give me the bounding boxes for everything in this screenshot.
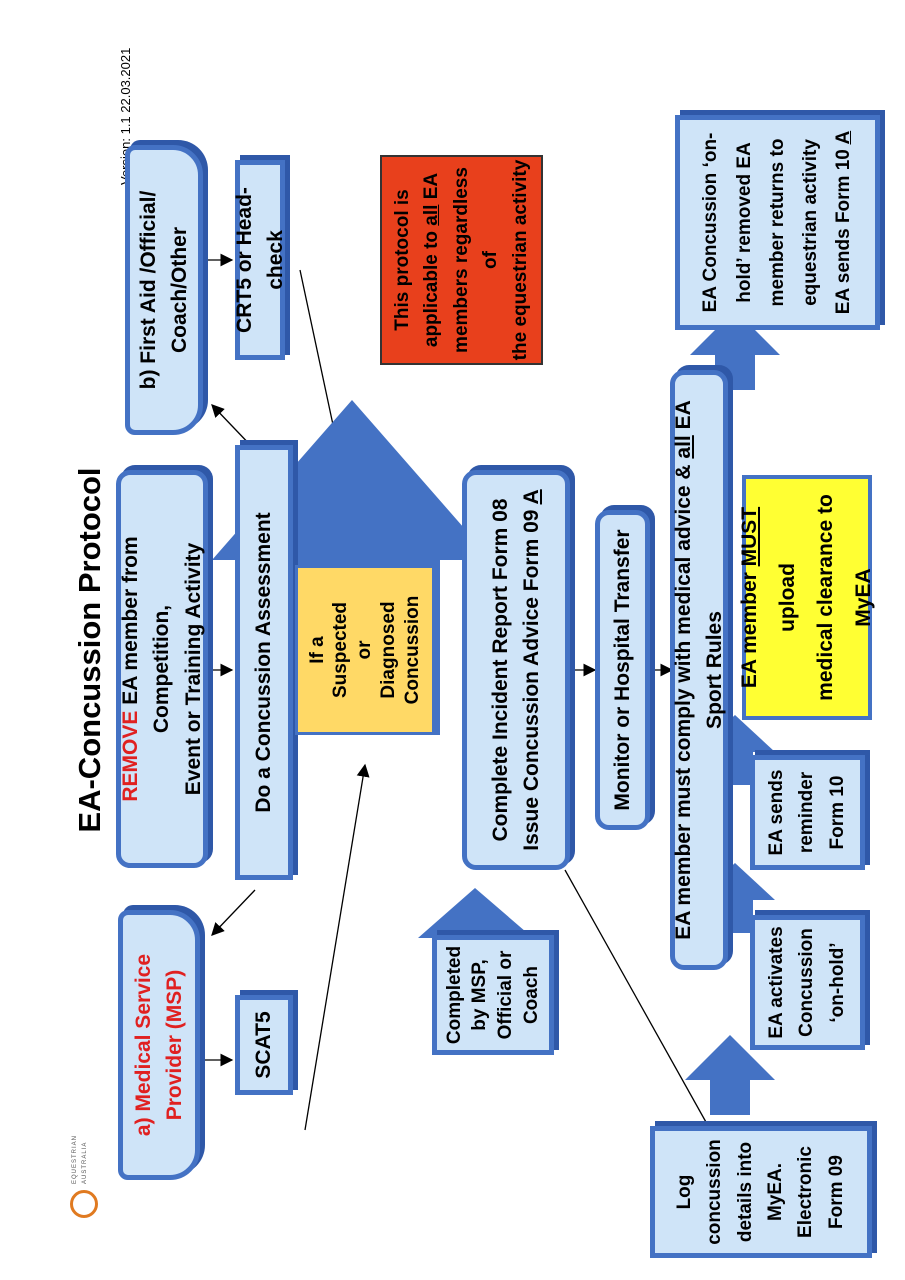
comply-box: EA member must comply with medical advic…	[670, 370, 728, 970]
incident-box: Complete Incident Report Form 08 Issue C…	[462, 470, 570, 870]
returns-line-1: EA Concussion ‘on-	[700, 132, 722, 313]
msp-label: a) Medical Service Provider (MSP)	[131, 953, 187, 1137]
applicable-line-4: the equestrian activity	[509, 159, 531, 361]
logo-text-2: AUSTRALIA	[82, 1141, 88, 1184]
incident-l2a: Issue Concussion Advice Form 09	[520, 504, 543, 851]
remove-line-1: REMOVE EA member from Competition,	[115, 475, 178, 863]
suspected-line-3: or	[354, 640, 376, 660]
reminder-to-upload-arrow	[695, 715, 775, 785]
incident-l2b: A	[520, 489, 543, 505]
log-line-5: Electronic	[795, 1146, 817, 1238]
upload-box: EA member MUST upload medical clearance …	[738, 475, 875, 720]
assessment-label: Do a Concussion Assessment	[252, 512, 276, 813]
returns-l5b: A	[833, 130, 855, 145]
logo-text-1: EQUESTRIAN	[72, 1134, 78, 1184]
remove-line1-text: EA member from Competition,	[118, 536, 174, 734]
connector-incident-to-log	[564, 869, 717, 1142]
applicable-line-3: members regardless of	[450, 167, 502, 353]
incident-line-2: Issue Concussion Advice Form 09 A	[516, 489, 548, 850]
msp-box: a) Medical Service Provider (MSP)	[118, 910, 200, 1180]
suspected-line-1: If a	[306, 636, 328, 664]
suspected-line-2: Suspected	[330, 601, 352, 699]
activates-line-2: Concussion	[796, 928, 818, 1037]
logo: EQUESTRIAN AUSTRALIA	[70, 1128, 100, 1218]
first-aid-label: b) First Aid /Official/ Coach/Other	[136, 190, 192, 390]
upload-line-3: MyEA	[851, 568, 875, 627]
scat5-label: SCAT5	[252, 1011, 276, 1079]
returns-box: EA Concussion ‘on- hold’ removed EA memb…	[675, 115, 880, 330]
connector-assessment-to-firstaid	[211, 404, 256, 451]
returns-line-3: member returns to	[766, 138, 788, 307]
first-aid-box: b) First Aid /Official/ Coach/Other	[125, 145, 203, 435]
suspected-box: If a Suspected or Diagnosed Concussion	[295, 565, 435, 735]
returns-l5a: EA sends Form 10	[833, 144, 855, 315]
remove-keyword: REMOVE	[118, 710, 142, 802]
comply-label: EA member must comply with medical advic…	[668, 375, 731, 965]
incident-line-1: Complete Incident Report Form 08	[488, 498, 512, 842]
reminder-line-3: Form 10	[826, 775, 848, 850]
reminder-box: EA sends reminder Form 10	[750, 755, 865, 870]
applicable-line-2: applicable to all EA	[417, 173, 446, 347]
completed-line-1: Completed	[443, 945, 465, 1045]
completed-line-3: Official or	[495, 950, 516, 1040]
comply-b: all	[671, 435, 695, 459]
remove-line-2: Event or Training Activity	[181, 542, 205, 796]
assessment-box: Do a Concussion Assessment	[235, 445, 293, 880]
remove-box: REMOVE EA member from Competition, Event…	[116, 470, 208, 868]
log-box: Log concussion details into MyEA. Electr…	[650, 1126, 872, 1258]
applicable-l2b: all	[421, 204, 443, 226]
upload-l1a: EA member	[738, 566, 762, 689]
monitor-box: Monitor or Hospital Transfer	[595, 510, 650, 830]
reminder-line-2: reminder	[796, 771, 818, 854]
applicable-l2c: EA	[421, 172, 443, 205]
crt5-label: CRT5 or Head-check	[232, 187, 288, 333]
comply-a: EA member must comply with medical advic…	[671, 458, 695, 940]
upload-to-returns-arrow	[690, 310, 780, 390]
upload-l1c: upload	[776, 563, 800, 632]
applicable-l2a: applicable to	[421, 225, 443, 348]
log-to-activates-arrow	[685, 1035, 775, 1115]
returns-line-5: EA sends Form 10 A	[827, 131, 860, 314]
page-title: EA-Concussion Protocol	[72, 467, 107, 833]
suspected-line-5: Concussion	[401, 595, 423, 705]
crt5-box: CRT5 or Head-check	[233, 160, 287, 360]
returns-line-2: hold’ removed EA	[733, 142, 755, 303]
log-line-2: concussion	[704, 1139, 726, 1245]
connector-assessment-to-msp	[211, 889, 256, 936]
upload-line-1: EA member MUST upload	[731, 479, 807, 716]
returns-line-4: equestrian activity	[800, 139, 822, 306]
log-line-3: details into	[734, 1141, 756, 1243]
completed-line-2: by MSP,	[469, 959, 491, 1031]
upload-l1b: MUST	[738, 506, 762, 567]
log-line-6: Form 09	[825, 1155, 847, 1229]
scat5-box: SCAT5	[235, 995, 293, 1095]
monitor-label: Monitor or Hospital Transfer	[610, 529, 634, 811]
connector-scat-to-suspected	[304, 763, 370, 1131]
activates-box: EA activates Concussion ‘on-hold’	[750, 915, 865, 1050]
activates-to-reminder-arrow	[695, 863, 775, 933]
upload-line-2: medical clearance to	[814, 494, 837, 701]
activates-line-3: ‘on-hold’	[826, 942, 848, 1023]
applicable-line-1: This protocol is	[391, 189, 413, 331]
log-line-4: MyEA.	[765, 1162, 786, 1222]
applicable-box: This protocol is applicable to all EA me…	[380, 155, 543, 365]
horse-head-logo-icon	[70, 1190, 98, 1218]
completed-by-box: Completed by MSP, Official or Coach	[432, 935, 554, 1055]
log-line-1: Log	[673, 1174, 695, 1210]
activates-line-1: EA activates	[765, 926, 787, 1039]
completed-line-4: Coach	[520, 965, 542, 1025]
suspected-line-4: Diagnosed	[377, 601, 399, 699]
reminder-line-1: EA sends	[765, 769, 787, 856]
